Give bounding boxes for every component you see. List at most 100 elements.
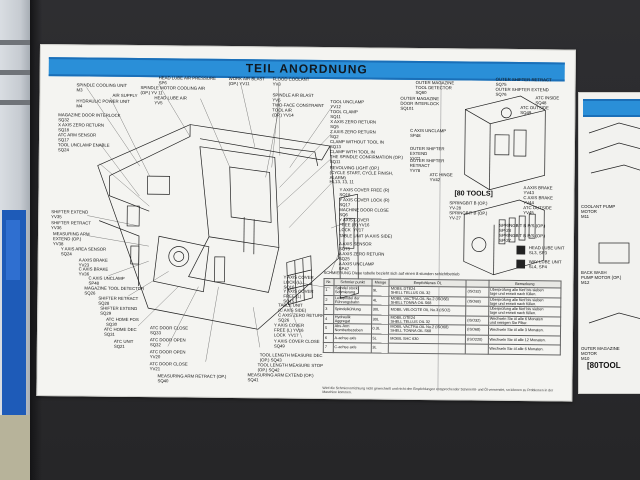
adjacent-line-drawing: [588, 122, 640, 324]
diagram-label: ATC DOOR OPEN YV20: [149, 349, 186, 360]
atc-unit: [153, 235, 210, 293]
table-cell: 4L: [371, 295, 390, 306]
table-cell: A-achse axis: [332, 333, 372, 343]
diagram-label: Y AXIS COVER FREE (L) YV16 LOCK YV17: [273, 322, 305, 338]
diagram-label: OUTER MAGAZINE TOOL DETECTOR SQ60: [415, 79, 455, 95]
diagram-label: FLOOD COOLANT YV3: [272, 76, 310, 87]
diagram-label: ATC DOOR CLOSE SQ33: [149, 325, 189, 336]
floor: [0, 415, 34, 480]
diagram-label: ATC UNIT SQ21: [113, 338, 134, 349]
table-cell: 5L: [370, 333, 389, 344]
roof-beam: [0, 100, 34, 105]
table-cell: 1: [323, 285, 334, 296]
table-cell: (ISO32): [465, 315, 489, 326]
table-cell: [465, 343, 488, 354]
door-window: [286, 255, 313, 306]
machine-line-drawing: [86, 83, 546, 362]
diagram-label: BACK WASH PUMP MOTOR (OP.) M12: [581, 270, 622, 285]
table-cell: 5: [323, 323, 334, 334]
spindle-head: [229, 166, 272, 223]
diagram-label: Y AXIS COVER FREE (R) YV16 LOCK YV17: [339, 217, 370, 232]
diagram-label: ATC HOME DEC SQ31: [103, 326, 137, 337]
tools-count-label: [80 TOOLS]: [454, 190, 493, 198]
diagram-label: SPRINGBIT B P/S (OP.) SP-27: [498, 232, 546, 243]
adjacent-tools-label: [80TOOL: [587, 361, 621, 370]
table-cell: C-achse axis: [332, 342, 371, 353]
table-cell: (ISO68): [465, 324, 489, 335]
diagram-label: WORK AIR BLAST (OP.) YV11: [228, 75, 265, 86]
table-cell: 9L: [371, 285, 390, 296]
table-cell: 7: [323, 342, 333, 353]
table-cell: 30L: [371, 304, 390, 315]
table-cell: [465, 305, 489, 316]
adjacent-title-bar: [583, 99, 640, 117]
table-cell: MOBIL DTE24 SHELL TELLUS OIL 32: [389, 286, 467, 297]
diagram-label: OUTER MAGAZINE MOTOR M10: [581, 346, 620, 361]
diagram-label: TABLE UNIT (A AXIS SIDE): [338, 233, 393, 239]
tool-magazine: [463, 199, 545, 276]
table-cell: [388, 343, 466, 354]
table-cell: 3: [323, 304, 334, 315]
control-door: [339, 193, 359, 299]
diagram-label: C AXIS UNCLAMP SP48: [410, 127, 447, 138]
table-cell: MOBIL DTE24 SHELL TELLUS OIL 32: [388, 314, 466, 325]
table-cell: (ISO32): [465, 286, 489, 297]
diagram-label: SHIFTER RETRACT YV36: [51, 220, 92, 231]
diagram-label: MEASURING ARM RETRACT (OP.) SQ40: [157, 373, 227, 384]
roof-beam: [0, 40, 34, 45]
diagram-label: ATC HINGE YV42: [429, 172, 453, 182]
layout-diagram-sheet: TEIL ANORDNUNG: [36, 44, 576, 402]
diagram-label: MEASURING ARM EXTEND (OP.) SQ41: [247, 372, 314, 383]
table-cell: 4: [323, 313, 334, 324]
table-cell: Überprüfung alle fünf bis sieben tage un…: [488, 287, 561, 298]
diagram-label: Y AXIS COVER CLOSE SQ49: [273, 338, 320, 349]
diagram-label: SHIFTER EXTEND SQ29: [100, 305, 138, 316]
table-cell: Wechseln Sie öl alle 6 Monaten.: [487, 344, 561, 355]
roof-beam: [0, 70, 34, 75]
table-cell: 2: [323, 294, 334, 305]
table-cell: Hydraulik Aggregat: [333, 314, 372, 324]
diagram-label: Y AXIS AREA SENSOR SQ24: [60, 246, 107, 257]
table-cell: Überprüfung alle fünf bis sieben tage un…: [488, 306, 561, 317]
table-cell: Spindel stock Schmierung: [333, 285, 372, 296]
outer-magazine: [464, 95, 546, 191]
table-cell: 0.3L: [371, 323, 389, 334]
column: [199, 146, 280, 248]
diagram-label: OUTER MAGAZINE DOOR INTERLOCK SQ101: [400, 95, 440, 111]
workshop-background: [0, 0, 34, 480]
diagram-label: WAY LUBE UNIT SL4, SP4: [528, 259, 562, 270]
diagram-label: ATC DOOR OPEN SQ32: [149, 337, 186, 348]
table-cell: Abs-Arm Nomberbezeben: [333, 323, 372, 334]
diagram-label: TWO-FACE CONSTRAINT TOOL AIR (OP.) YV14: [272, 102, 325, 118]
diagram-label: HYDRAULIC POWER UNIT M4: [76, 98, 130, 109]
diagram-label: REVOLVING LIGHT (OP.) (CYCLE START, CYCL…: [329, 165, 394, 185]
table-cell: Wechseln Sie öl alle 6 Monaten und reini…: [488, 315, 561, 326]
diagram-label: TOOL UNCLAMP ENABLE SQ24: [57, 142, 110, 153]
blue-cabinet: [2, 210, 26, 415]
table-cell: 30L: [371, 314, 390, 325]
diagram-label: COOLANT PUMP MOTOR M11: [581, 204, 616, 219]
schmierung-table: Nr. Schmier punkt Menge Empfohlenes ÖL B…: [323, 278, 562, 355]
diagram-label: HEAD LUBE UNIT SL3, SP3: [528, 245, 565, 256]
table-cell: Leitspindel der Führungsbahn: [333, 295, 372, 305]
table-cell: (ISO68): [465, 296, 489, 307]
diagram-label: SHIFTER EXTEND YV35: [51, 209, 89, 220]
table-cell: MOBIL VACTRA OIL No.2 (ISO68) SHELL TONN…: [389, 295, 466, 306]
diagram-label: MEASURING ARM EXTEND (OP.) YV38: [52, 231, 90, 246]
diagram-label: TOOL LENGTH MEASURE DEC (OP.) SQ43: [259, 352, 323, 363]
table-cell: MOBIL VACTRA OIL No.2 (ISO68) SHELL TONN…: [388, 324, 466, 335]
diagram-label: ATC OUTSIDE YV45: [523, 205, 552, 215]
diagram-label: ATC OUTSIDE SQ49: [520, 105, 549, 115]
table-cell: Spindelkühlung: [333, 304, 372, 315]
diagram-label: ATC DOOR CLOSE YV21: [149, 361, 188, 372]
diagram-label: CLAMP WITH TOOL IN THE SPINDLE CONFIRMAT…: [329, 149, 404, 164]
adjacent-diagram-sheet: COOLANT PUMP MOTOR M11 BACK WASH PUMP MO…: [578, 92, 640, 394]
diagram-label: SPRINGBIT B (OP.) YV-27: [449, 210, 488, 221]
table-cell: 6: [323, 332, 334, 343]
table-cell: (ISO220): [465, 334, 489, 345]
diagram-label: TOOL LENGTH MEASURE STOP (OP.) SQ42: [257, 362, 324, 373]
table-cell: 3L: [370, 342, 389, 353]
table-cell: Überprüfung alle fünf bis sieben tage un…: [488, 296, 561, 307]
diagram-label: HEAD LUBE AIR YV5: [154, 95, 187, 106]
